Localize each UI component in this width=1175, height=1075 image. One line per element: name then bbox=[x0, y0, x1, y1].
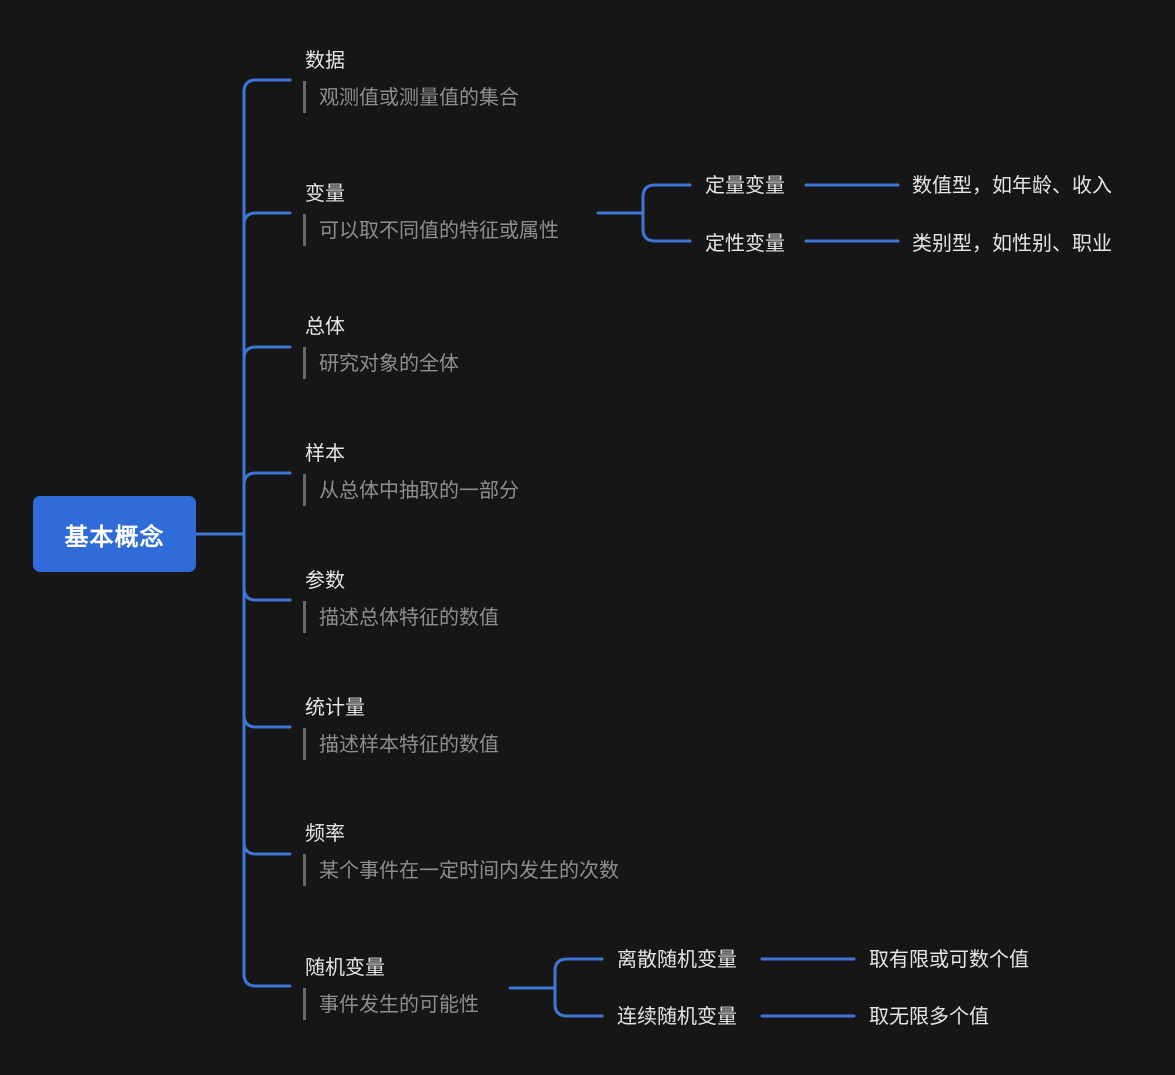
branch-connector-bianliang bbox=[242, 211, 292, 227]
branch-connector-pinlv bbox=[242, 840, 292, 856]
random-variable-sub-lower bbox=[553, 986, 604, 1018]
branch-connector-canshu bbox=[242, 586, 292, 602]
branch-title-data[interactable]: 数据 bbox=[305, 48, 345, 72]
branch-connector-yangben bbox=[242, 471, 292, 487]
branch-title-frequency[interactable]: 频率 bbox=[305, 821, 345, 845]
branch-note-frequency: 某个事件在一定时间内发生的次数 bbox=[303, 854, 619, 886]
sub-node-discrete-random-variable[interactable]: 离散随机变量 bbox=[617, 947, 737, 971]
branch-title-population[interactable]: 总体 bbox=[305, 314, 345, 338]
sub-node-continuous-random-variable[interactable]: 连续随机变量 bbox=[617, 1004, 737, 1028]
root-node[interactable]: 基本概念 bbox=[33, 496, 196, 572]
trunk-top-connector bbox=[242, 78, 292, 536]
branch-connector-zongti bbox=[242, 345, 292, 361]
branch-note-random-variable: 事件发生的可能性 bbox=[303, 988, 479, 1020]
branch-note-statistic: 描述样本特征的数值 bbox=[303, 728, 499, 760]
branch-title-parameter[interactable]: 参数 bbox=[305, 568, 345, 592]
branch-title-sample[interactable]: 样本 bbox=[305, 441, 345, 465]
leaf-discrete-detail[interactable]: 取有限或可数个值 bbox=[869, 947, 1029, 971]
leaf-quantitative-detail[interactable]: 数值型，如年龄、收入 bbox=[912, 173, 1112, 197]
sub-node-qualitative-variable[interactable]: 定性变量 bbox=[705, 231, 785, 255]
branch-connector-tongjiliang bbox=[242, 713, 292, 729]
branch-note-variable: 可以取不同值的特征或属性 bbox=[303, 214, 559, 246]
leaf-qualitative-detail[interactable]: 类别型，如性别、职业 bbox=[912, 231, 1112, 255]
variable-sub-upper bbox=[641, 183, 692, 215]
random-variable-sub-upper bbox=[553, 957, 604, 990]
leaf-continuous-detail[interactable]: 取无限多个值 bbox=[869, 1004, 989, 1028]
branch-title-statistic[interactable]: 统计量 bbox=[305, 695, 365, 719]
branch-note-data: 观测值或测量值的集合 bbox=[303, 81, 519, 113]
branch-title-random-variable[interactable]: 随机变量 bbox=[305, 955, 385, 979]
branch-note-parameter: 描述总体特征的数值 bbox=[303, 601, 499, 633]
branch-note-population: 研究对象的全体 bbox=[303, 347, 459, 379]
trunk-bottom-connector bbox=[242, 532, 292, 988]
sub-node-quantitative-variable[interactable]: 定量变量 bbox=[705, 173, 785, 197]
branch-title-variable[interactable]: 变量 bbox=[305, 181, 345, 205]
branch-note-sample: 从总体中抽取的一部分 bbox=[303, 474, 519, 506]
variable-sub-lower bbox=[641, 211, 692, 243]
